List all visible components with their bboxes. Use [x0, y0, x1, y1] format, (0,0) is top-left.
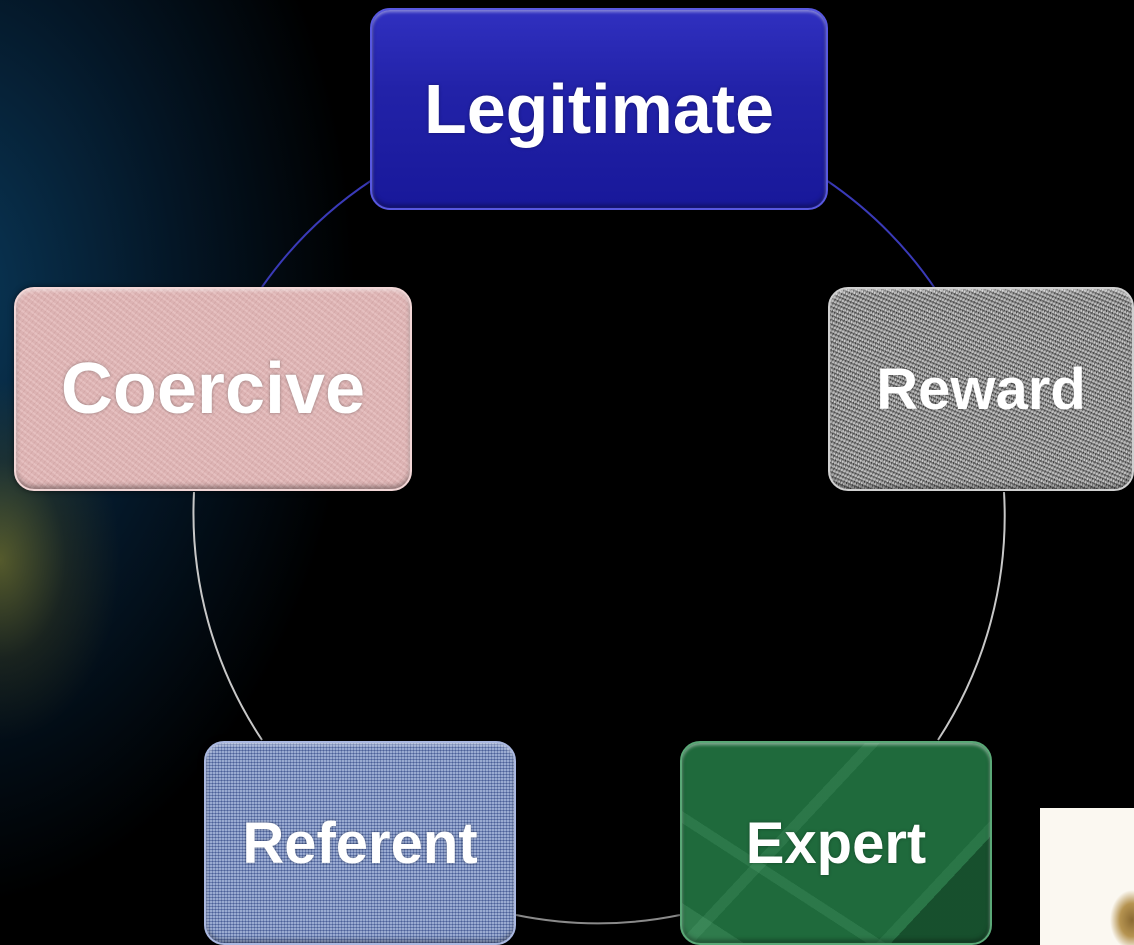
connector-reward-expert — [937, 491, 1006, 741]
connector-expert-referent — [515, 914, 681, 925]
node-referent-label: Referent — [242, 810, 478, 876]
node-coercive-label: Coercive — [60, 349, 366, 429]
node-legitimate-label: Legitimate — [423, 70, 775, 148]
connector-coercive-legitimate — [261, 179, 373, 288]
node-coercive: Coercive — [14, 287, 412, 491]
decorative-photo — [1040, 808, 1134, 945]
node-expert-label: Expert — [745, 810, 927, 876]
node-legitimate: Legitimate — [370, 8, 828, 210]
node-expert: Expert — [680, 741, 992, 945]
node-reward: Reward — [828, 287, 1134, 491]
node-referent: Referent — [204, 741, 516, 945]
node-reward-label: Reward — [876, 356, 1086, 422]
connector-legitimate-reward — [825, 179, 937, 291]
connector-referent-coercive — [192, 491, 263, 741]
